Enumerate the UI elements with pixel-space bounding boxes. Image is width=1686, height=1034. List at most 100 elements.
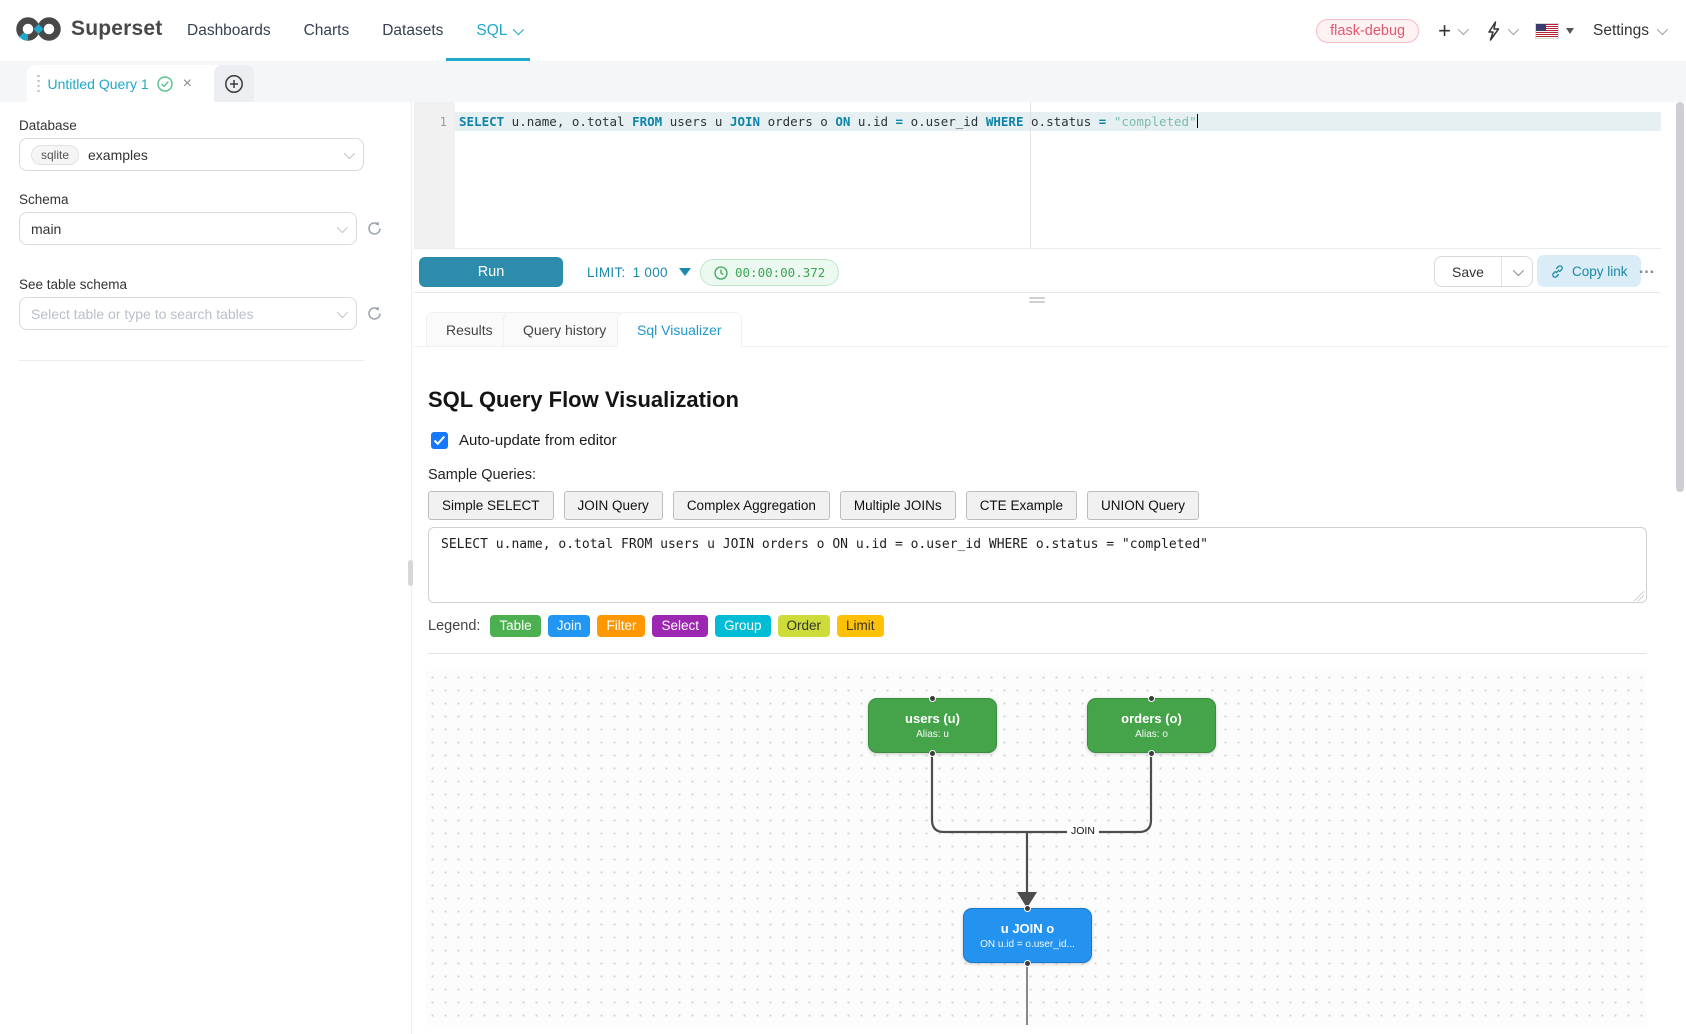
settings-menu[interactable]: Settings [1593,22,1669,40]
legend-pill-order: Order [777,615,831,638]
schema-select[interactable]: main [19,212,357,245]
sql-token: o.user_id [903,114,986,129]
plus-icon: + [1438,17,1451,43]
sample-cte-example-button[interactable]: CTE Example [965,491,1077,520]
auto-update-label: Auto-update from editor [459,432,617,449]
chevron-down-icon [1656,23,1669,35]
save-button[interactable]: Save [1452,263,1484,280]
sql-token: users u [662,114,730,129]
node-title: users (u) [905,711,960,726]
query-timer: 00:00:00.372 [700,259,840,286]
result-tabs-divider [414,346,1669,347]
nav-sql-label: SQL [476,21,508,39]
query-tab-title: Untitled Query 1 [47,75,149,92]
refresh-tables-button[interactable] [366,305,383,322]
sql-code-line: SELECT u.name, o.total FROM users u JOIN… [459,114,1199,129]
more-options-button[interactable]: … [1638,258,1656,277]
flow-node-users[interactable]: users (u) Alias: u [868,698,997,753]
sql-input-textarea[interactable]: SELECT u.name, o.total FROM users u JOIN… [428,527,1647,603]
database-select[interactable]: sqlite examples [19,138,364,171]
sample-multiple-joins-button[interactable]: Multiple JOINs [839,491,956,520]
node-subtitle: Alias: u [916,729,949,740]
table-select[interactable]: Select table or type to search tables [19,297,357,330]
editor-gutter [414,102,455,248]
editor-bottom-border [414,248,1661,249]
node-subtitle: Alias: o [1135,729,1168,740]
tab-query-history[interactable]: Query history [503,312,627,347]
limit-value: 1 000 [632,264,668,280]
node-handle [1148,695,1155,702]
node-handle [929,695,936,702]
page-title: SQL Query Flow Visualization [428,387,739,412]
limit-label: LIMIT: [587,264,626,280]
schema-value: main [31,220,62,237]
sql-token [1106,114,1114,129]
nav-item-dashboards[interactable]: Dashboards [187,21,271,39]
nav-item-sql[interactable]: SQL [476,21,525,40]
sample-simple-select-button[interactable]: Simple SELECT [428,491,554,520]
check-icon [433,435,446,446]
sidebar-divider [19,360,364,361]
sql-token: WHERE [985,114,1024,129]
limit-dropdown[interactable]: LIMIT: 1 000 [587,257,691,287]
refresh-schemas-button[interactable] [366,220,383,237]
save-options-button[interactable] [1500,257,1532,286]
superset-logo[interactable]: Superset [16,15,162,43]
new-query-tab-button[interactable] [214,65,254,102]
auto-update-row: Auto-update from editor [431,432,617,449]
textarea-resize-grip[interactable] [1634,591,1644,601]
flow-node-orders[interactable]: orders (o) Alias: o [1087,698,1216,753]
nav-item-charts[interactable]: Charts [303,21,350,39]
flow-node-join[interactable]: u JOIN o ON u.id = o.user_id... [963,908,1092,963]
navbar-right: flask-debug + Settings [1316,0,1669,61]
language-picker[interactable] [1534,22,1574,39]
legend-label: Legend: [428,618,481,635]
node-handle [929,750,936,757]
run-query-button[interactable]: Run [419,257,563,287]
superset-infinity-icon [16,17,61,41]
environment-badge: flask-debug [1316,18,1420,43]
sql-token: orders o [760,114,836,129]
copy-link-button[interactable]: Copy link [1537,255,1641,287]
database-label: Database [19,118,77,133]
chevron-down-icon [336,221,349,233]
sample-complex-aggregation-button[interactable]: Complex Aggregation [672,491,830,520]
auto-update-checkbox[interactable] [431,432,448,449]
active-line-highlight [414,112,1661,131]
visualizer-divider [428,653,1647,654]
sql-editor[interactable]: 1 SELECT u.name, o.total FROM users u JO… [414,102,1661,248]
table-select-placeholder: Select table or type to search tables [31,305,254,322]
us-flag-icon [1534,22,1559,39]
new-item-menu[interactable]: + [1438,17,1470,43]
sample-union-query-button[interactable]: UNION Query [1086,491,1199,520]
sample-queries-label: Sample Queries: [428,467,536,483]
sql-token: u.id [850,114,896,129]
chevron-down-icon [343,147,356,159]
plus-circle-icon [225,74,243,93]
close-icon[interactable]: × [182,74,193,92]
main-nav: Dashboards Charts Datasets SQL [187,0,525,61]
drag-handle-icon[interactable] [37,74,40,93]
chevron-down-icon [1512,264,1524,276]
flow-canvas[interactable]: users (u) Alias: u orders (o) Alias: o u… [426,671,1647,1025]
scrollbar-thumb[interactable] [1676,102,1684,492]
node-handle [1148,750,1155,757]
node-title: orders (o) [1121,711,1182,726]
tab-sql-visualizer[interactable]: Sql Visualizer [617,312,742,347]
pane-resize-handle[interactable] [408,560,413,586]
query-tab-untitled[interactable]: Untitled Query 1 × [27,65,228,102]
query-tab-strip: Untitled Query 1 × [0,61,1686,102]
save-button-group: Save [1434,256,1533,287]
chevron-down-icon [1507,23,1520,35]
south-pane-resize-handle[interactable] [1029,297,1045,303]
toolbar-divider [414,292,1661,293]
query-search-menu[interactable] [1485,20,1520,41]
sample-join-query-button[interactable]: JOIN Query [563,491,663,520]
line-number: 1 [439,114,447,129]
sample-query-buttons: Simple SELECT JOIN Query Complex Aggrega… [428,491,1199,520]
legend-pill-limit: Limit [837,615,884,638]
tab-results[interactable]: Results [426,312,513,347]
legend-pill-join: Join [547,615,591,638]
nav-item-datasets[interactable]: Datasets [382,21,444,39]
